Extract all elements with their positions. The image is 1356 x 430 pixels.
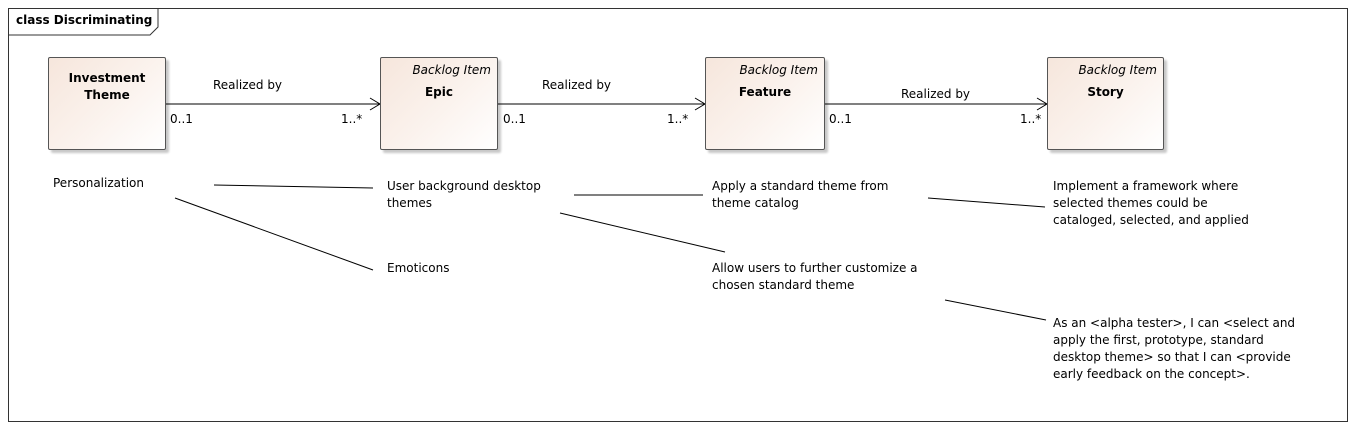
association-theme-epic[interactable]: [166, 97, 381, 111]
diagram-frame: [8, 8, 1348, 422]
frame-title-tab: [8, 8, 159, 36]
class-name-line2: Theme: [84, 88, 130, 102]
source-multiplicity: 0..1: [829, 112, 852, 126]
association-label: Realized by: [213, 78, 283, 92]
connector-user-background-customize[interactable]: [559, 212, 726, 253]
class-investment-theme[interactable]: Investment Theme: [48, 57, 166, 150]
target-multiplicity: 1..*: [667, 112, 689, 126]
class-stereotype: Backlog Item: [1078, 63, 1157, 77]
class-name: Epic: [424, 85, 453, 99]
class-name: Feature: [738, 85, 792, 99]
class-stereotype: Backlog Item: [739, 63, 818, 77]
class-story[interactable]: Backlog Item Story: [1047, 57, 1164, 150]
example-alpha-tester: As an <alpha tester>, I can <select and …: [1053, 316, 1296, 381]
class-feature[interactable]: Backlog Item Feature: [705, 57, 825, 150]
class-epic[interactable]: Backlog Item Epic: [380, 57, 498, 150]
diagram-title: class Discriminating: [16, 13, 153, 27]
example-emoticons: Emoticons: [387, 261, 450, 275]
class-name: Story: [1087, 85, 1124, 99]
class-name-line1: Investment: [68, 71, 146, 85]
example-personalization: Personalization: [53, 176, 144, 190]
source-multiplicity: 0..1: [503, 112, 526, 126]
connector-customize-alpha[interactable]: [944, 299, 1047, 321]
example-implement-framework: Implement a framework where selected the…: [1053, 179, 1249, 227]
connector-personalization-user-background[interactable]: [213, 184, 374, 189]
association-epic-feature[interactable]: [498, 97, 706, 111]
target-multiplicity: 1..*: [1020, 112, 1042, 126]
connector-apply-framework[interactable]: [927, 197, 1046, 208]
target-multiplicity: 1..*: [341, 112, 363, 126]
example-user-background: User background desktop themes: [387, 179, 541, 210]
association-label: Realized by: [901, 87, 971, 101]
example-apply-standard: Apply a standard theme from theme catalo…: [712, 179, 889, 210]
association-label: Realized by: [542, 78, 612, 92]
connector-personalization-emoticons[interactable]: [174, 197, 374, 271]
class-stereotype: Backlog Item: [412, 63, 491, 77]
source-multiplicity: 0..1: [170, 112, 193, 126]
example-allow-customize: Allow users to further customize a chose…: [712, 261, 918, 292]
